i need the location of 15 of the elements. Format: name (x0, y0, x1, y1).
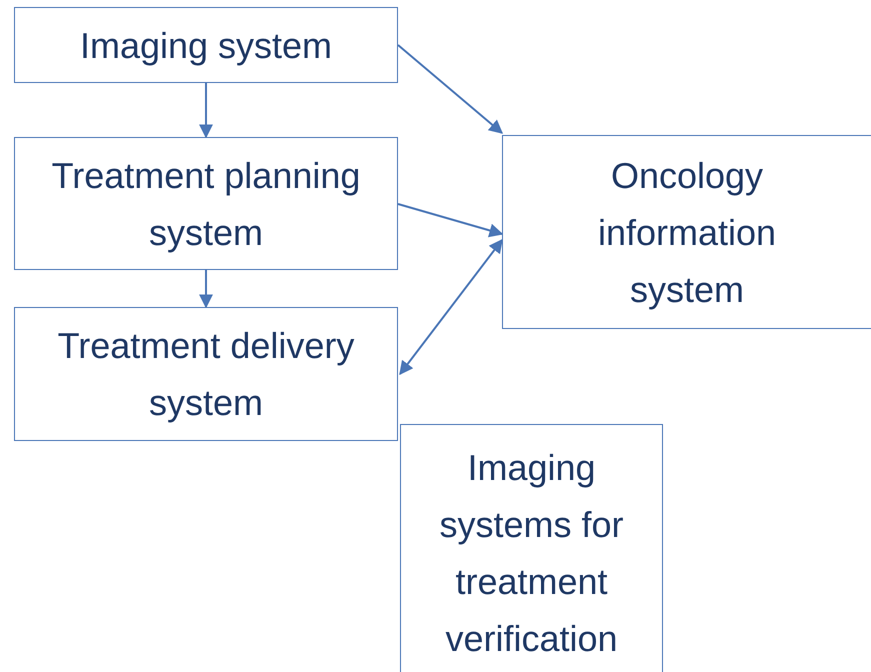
arrow (399, 238, 503, 376)
box-label: Imaging systems for treatment verification (438, 446, 625, 660)
arrow (199, 270, 213, 308)
system-box (400, 424, 663, 672)
box-label: Treatment planning system (50, 154, 362, 254)
arrow (397, 44, 504, 134)
arrow (199, 83, 213, 138)
system-box (14, 137, 398, 270)
system-box (502, 135, 871, 329)
box-label: Treatment delivery system (56, 324, 356, 425)
system-box (14, 307, 398, 441)
arrow (398, 203, 504, 238)
box-label: Imaging system (80, 24, 332, 68)
box-label: Oncology information system (596, 154, 778, 312)
system-box (14, 7, 398, 83)
